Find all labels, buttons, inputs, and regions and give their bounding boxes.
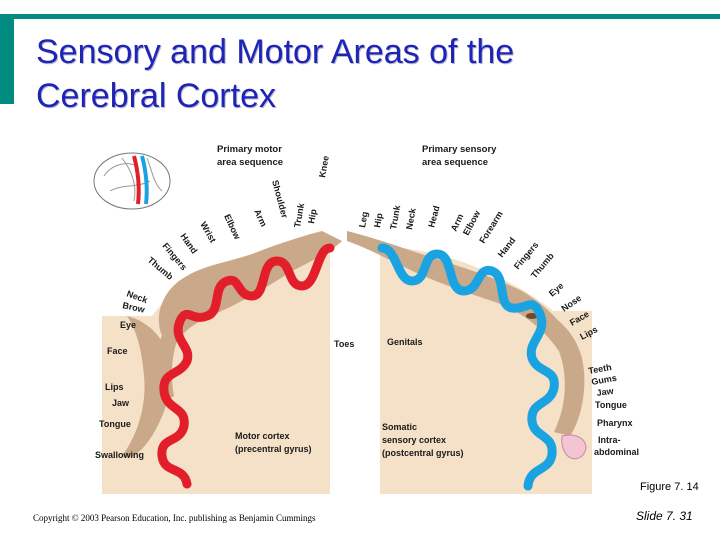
motor-label-brow: Brow	[122, 300, 147, 315]
sensory-label-neck: Neck	[404, 206, 418, 230]
motor-label-toes: Toes	[334, 339, 354, 349]
sensory-label-leg: Leg	[357, 211, 370, 229]
sensory-label-gums: Gums	[591, 373, 618, 387]
motor-label-face: Face	[107, 346, 128, 356]
motor-label-eye: Eye	[120, 320, 136, 330]
motor-cortex-label-line-1: Motor cortex	[235, 431, 290, 441]
sensory-label-trunk: Trunk	[388, 203, 402, 230]
copyright-notice: Copyright © 2003 Pearson Education, Inc.…	[33, 513, 316, 523]
motor-label-arm: Arm	[252, 208, 269, 229]
sensory-label-elbow: Elbow	[461, 208, 483, 237]
title-line-2: Cerebral Cortex	[36, 77, 276, 115]
motor-heading-line-1: Primary motor	[217, 144, 282, 155]
sensory-label-tongue: Tongue	[595, 400, 627, 410]
sensory-label-hip: Hip	[372, 212, 384, 229]
motor-label-knee: Knee	[317, 155, 331, 178]
sensory-heading-line-2: area sequence	[422, 157, 488, 168]
motor-label-hip: Hip	[306, 208, 318, 225]
sensory-cortex-label-line-1: Somatic	[382, 422, 417, 432]
slide-number: Slide 7. 31	[636, 509, 693, 523]
sensory-label-teeth: Teeth	[588, 362, 613, 376]
motor-label-trunk: Trunk	[292, 201, 306, 228]
top-accent-bar	[0, 14, 720, 19]
motor-label-tongue: Tongue	[99, 419, 131, 429]
sensory-label-intra: Intra-	[598, 435, 621, 445]
sensory-heading-line-1: Primary sensory	[422, 144, 497, 155]
motor-label-hand: Hand	[178, 231, 199, 255]
motor-label-jaw: Jaw	[112, 398, 130, 408]
sensory-eye	[526, 313, 538, 319]
sensory-cortex-label-line-2: sensory cortex	[382, 435, 446, 445]
sensory-label-pharynx: Pharynx	[597, 418, 633, 428]
sensory-label-genitals: Genitals	[387, 337, 423, 347]
sensory-label-eye: Eye	[547, 281, 566, 299]
sensory-face-profile	[532, 306, 585, 436]
brain-thumbnail	[93, 152, 171, 210]
sensory-label-head: Head	[426, 205, 441, 229]
sensory-label-abdominal: abdominal	[594, 447, 639, 457]
motor-label-shoulder: Shoulder	[270, 179, 290, 220]
motor-tissue-panel	[102, 316, 330, 494]
motor-heading-line-2: area sequence	[217, 157, 283, 168]
title-line-1: Sensory and Motor Areas of the	[36, 33, 515, 71]
motor-face-profile	[122, 316, 172, 458]
intra-abdominal-organ	[561, 434, 587, 460]
motor-cortex-gyri	[157, 243, 335, 489]
motor-label-swallowing: Swallowing	[95, 450, 144, 460]
motor-cortex-label-line-2: (precentral gyrus)	[235, 444, 312, 454]
left-accent-bar	[0, 14, 14, 104]
cortex-diagram: Primary motor area sequence Primary sens…	[93, 144, 639, 494]
figure-caption: Figure 7. 14	[640, 481, 699, 493]
sensory-label-hand: Hand	[496, 235, 518, 259]
sensory-label-jaw: Jaw	[596, 386, 615, 398]
motor-label-wrist: Wrist	[198, 220, 218, 244]
sensory-cortex-gyri	[377, 243, 559, 491]
motor-label-elbow: Elbow	[222, 213, 243, 242]
motor-homunculus	[151, 231, 342, 406]
sensory-cortex-label-line-3: (postcentral gyrus)	[382, 448, 464, 458]
sensory-homunculus	[347, 231, 577, 356]
motor-label-lips: Lips	[105, 382, 124, 392]
slide-title: Sensory and Motor Areas of the Cerebral …	[36, 30, 676, 118]
sensory-label-nose: Nose	[559, 293, 583, 314]
